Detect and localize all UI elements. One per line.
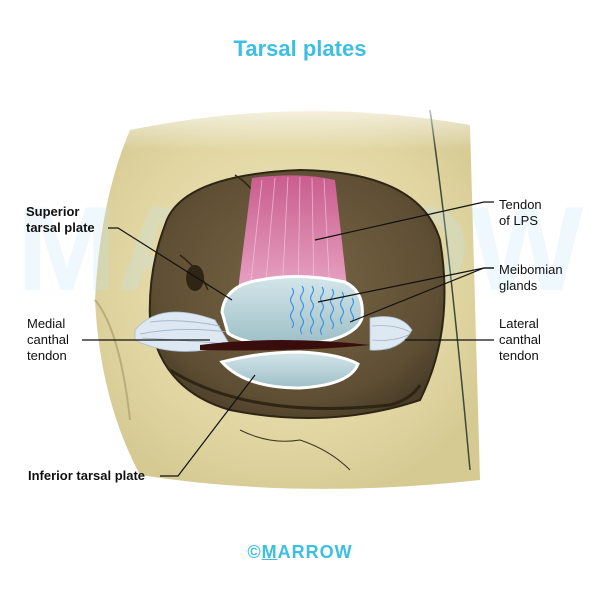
brand-footer: ©MARROW <box>0 542 600 563</box>
leader-lines <box>82 201 494 477</box>
meibomian-glands <box>289 285 355 336</box>
lateral-canthal-tendon <box>369 316 413 351</box>
nasal-bone-left <box>94 299 131 421</box>
orbit-rim-lower <box>169 368 422 410</box>
palpebral-fissure <box>200 340 370 351</box>
label-meibomian-glands: Meibomian glands <box>499 262 563 293</box>
inferior-tarsal-plate <box>219 350 360 390</box>
label-lateral-canthal-tendon: Lateral canthal tendon <box>499 316 541 363</box>
top-fade <box>80 90 520 150</box>
leader-inferior <box>160 374 256 477</box>
label-tendon-of-lps: Tendon of LPS <box>499 197 542 228</box>
label-medial-canthal-tendon: Medial canthal tendon <box>27 316 69 363</box>
page-title: Tarsal plates <box>233 36 367 61</box>
leader-meibomian-2 <box>349 267 494 323</box>
brand-rest: ARROW <box>277 542 353 562</box>
copyright-symbol: © <box>247 542 262 562</box>
leader-superior <box>108 227 233 301</box>
label-inferior-tarsal-plate: Inferior tarsal plate <box>28 468 146 483</box>
lateral-canthal-strands <box>371 325 411 341</box>
lacrimal-fossa <box>186 265 204 291</box>
lps-tendon <box>238 175 348 297</box>
leader-lps <box>314 201 494 241</box>
label-superior-tarsal-plate: Superior tarsal plate <box>26 204 95 235</box>
brand-initial: M <box>261 542 278 562</box>
bone-crack-lower <box>239 429 351 471</box>
